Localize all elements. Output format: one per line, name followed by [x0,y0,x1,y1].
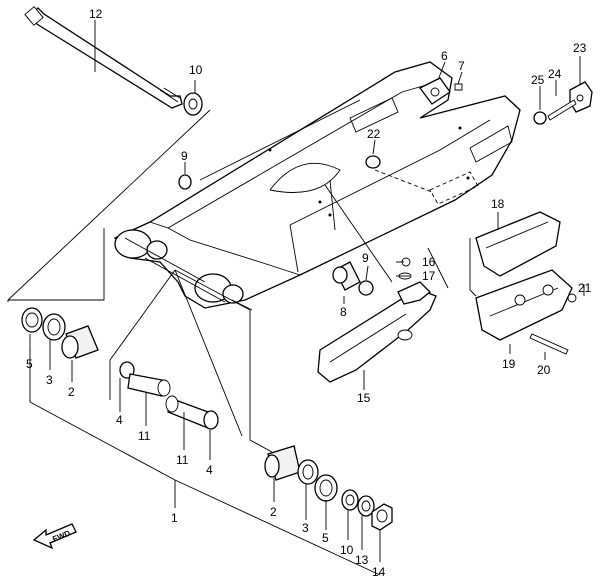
callout-labels: 12 10 6 7 23 25 24 22 9 9 16 17 8 18 21 … [26,7,592,579]
callout-22: 22 [367,127,381,141]
callout-7: 7 [458,59,465,73]
callout-10-bottom: 10 [340,543,354,557]
callout-9-right: 9 [362,251,369,265]
callout-15: 15 [357,391,371,405]
callout-2-right: 2 [270,505,277,519]
callout-5-right: 5 [322,531,329,545]
spacer-9-left [178,174,192,190]
callout-8: 8 [340,305,347,319]
callout-3-left: 3 [46,373,53,387]
callout-1: 1 [171,511,178,525]
pivot-bearing-left [21,307,99,359]
spacer-9-right [358,280,374,296]
callout-3-right: 3 [302,521,309,535]
washer-10-top [183,92,203,116]
fwd-arrow-icon: FWD [32,523,77,550]
callout-11-right: 11 [176,453,189,467]
callout-14: 14 [372,565,386,579]
collars-left [119,361,219,430]
callout-12: 12 [89,7,103,21]
bearing-8 [332,261,361,291]
callout-21: 21 [578,281,592,295]
callout-2-left: 2 [68,385,75,399]
chain-guide [475,211,577,355]
callout-13: 13 [355,553,369,567]
callout-24: 24 [548,67,562,81]
callout-10-top: 10 [189,63,203,77]
callout-9-left: 9 [181,149,188,163]
callout-25: 25 [531,73,545,87]
callout-19: 19 [502,357,516,371]
callout-20: 20 [537,363,551,377]
chain-slider [317,281,437,383]
callout-17: 17 [422,269,436,283]
callout-18: 18 [491,197,505,211]
pivot-bearing-right [264,445,393,531]
leader-lines [7,20,585,576]
callout-4-left: 4 [116,413,123,427]
callout-16: 16 [422,255,436,269]
pivot-shaft [24,6,183,109]
callout-11-left: 11 [138,429,151,443]
chain-adjuster [533,81,593,125]
callout-23: 23 [573,41,587,55]
callout-4-right: 4 [206,463,213,477]
nut-22 [365,155,381,169]
callout-5-left: 5 [26,357,33,371]
chain-guide-plate [419,77,463,105]
callout-6: 6 [441,49,448,63]
swingarm [113,61,521,309]
